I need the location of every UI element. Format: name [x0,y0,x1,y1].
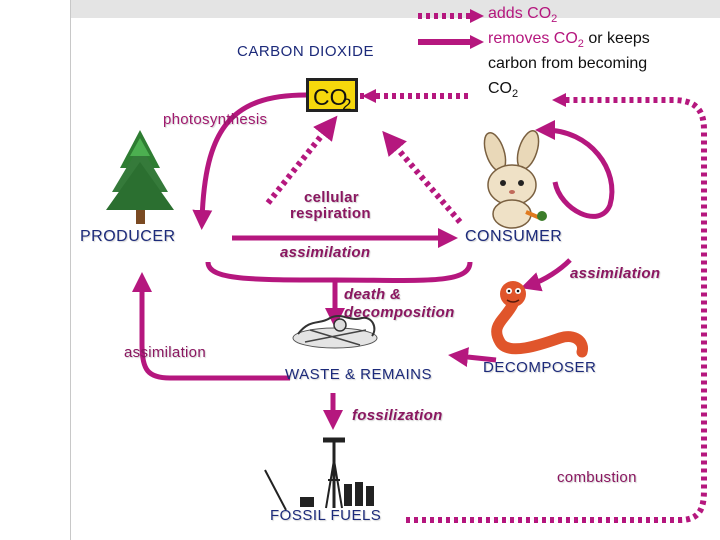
top-bar [70,0,720,18]
assimilation-right-label: assimilation [570,265,661,282]
fossilization-label: fossilization [352,407,443,424]
assimilation-center-label: assimilation [280,244,371,261]
carbon-dioxide-label: CARBON DIOXIDE [237,43,375,60]
assimilation-left-label: assimilation [124,344,206,361]
fossil-fuels-label: FOSSIL FUELS [270,507,382,524]
co2-box: CO 2 [306,78,358,114]
assimilation-arrow-right [520,258,572,292]
combustion-label: combustion [557,469,637,486]
decomposer-to-waste-arrow [448,347,497,367]
legend-dotted-arrow [418,9,484,23]
tree-icon [106,130,174,224]
combustion-dotted-path [406,97,707,523]
assimilation-arrow-left [132,272,290,381]
consumer-respiration-arrow [382,130,463,224]
bunny-icon [483,130,547,229]
death-decomposition-label-1: death & [344,286,402,303]
death-decomposition-arrow [205,261,473,318]
cellular-respiration-label-1: cellular [304,189,359,206]
legend-removes-line2: carbon from becoming [488,55,648,72]
co2-dotted-arrow [360,89,470,103]
cellular-respiration-label-2: respiration [290,205,371,222]
oil-derrick-icon [264,437,374,511]
cellular-respiration-arrow [265,115,338,205]
consumer-loop-arrow [535,120,615,219]
worm-icon [491,281,588,358]
decomposer-label: DECOMPOSER [483,359,597,376]
bones-icon [292,315,378,349]
photosynthesis-arrow [192,92,307,230]
consumer-label: CONSUMER [465,228,563,245]
waste-remains-label: WASTE & REMAINS [285,366,432,383]
legend-solid-arrow [418,35,484,49]
legend-removes-label: removes CO2 or keeps [488,30,650,50]
photosynthesis-label: photosynthesis [163,111,268,128]
legend-adds-label: adds CO2 [488,5,558,25]
death-decomposition-label-2: decomposition [344,304,455,321]
left-border [70,0,71,540]
producer-label: PRODUCER [80,228,176,245]
legend-removes-line3: CO2 [488,80,519,100]
